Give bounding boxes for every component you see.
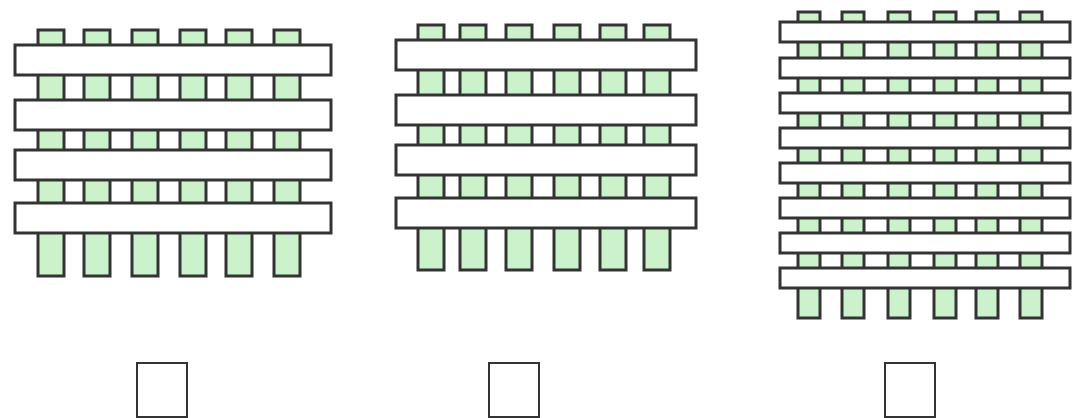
weft-thread bbox=[780, 163, 1070, 183]
weft-thread bbox=[396, 95, 696, 125]
weft-thread bbox=[780, 268, 1070, 288]
weft-thread bbox=[396, 145, 696, 175]
weft-thread bbox=[15, 203, 331, 233]
weft-thread bbox=[780, 58, 1070, 78]
weft-thread bbox=[780, 128, 1070, 148]
weft-thread bbox=[396, 40, 696, 70]
weft-thread bbox=[15, 100, 331, 130]
weft-thread bbox=[780, 233, 1070, 253]
weft-thread bbox=[15, 45, 331, 75]
weave-pattern-plain bbox=[15, 30, 331, 276]
answer-box-1[interactable] bbox=[136, 362, 188, 418]
weave-diagrams bbox=[0, 0, 1076, 340]
weft-thread bbox=[780, 198, 1070, 218]
weft-thread bbox=[780, 93, 1070, 113]
answer-box-2[interactable] bbox=[488, 362, 540, 418]
weft-thread bbox=[396, 198, 696, 228]
weft-thread bbox=[780, 22, 1070, 42]
weft-thread bbox=[15, 150, 331, 180]
answer-box-3[interactable] bbox=[884, 362, 936, 418]
weave-pattern-twill bbox=[396, 25, 696, 270]
weave-pattern-satin bbox=[780, 12, 1070, 318]
